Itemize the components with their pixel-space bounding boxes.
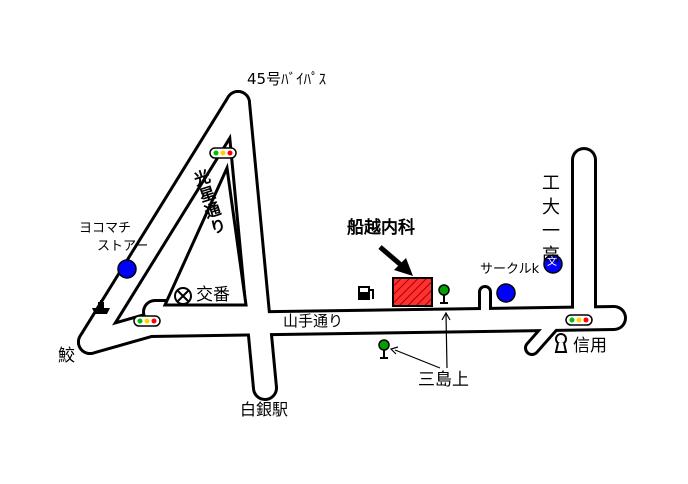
label-shirogane-station: 白銀駅: [240, 400, 289, 419]
ship-icon: [92, 300, 110, 314]
label-yokomachi-line2: ストアー: [97, 239, 149, 254]
label-circle-k: サークルk: [480, 262, 540, 277]
gas-station-icon: [358, 286, 374, 300]
school-symbol: 文: [547, 257, 557, 268]
bus-stop-icon: [378, 339, 390, 359]
road-island: [162, 162, 248, 307]
store-icon: [117, 259, 137, 279]
label-yamate-dori: 山手通り: [283, 312, 344, 330]
bus-stop-icon: [438, 284, 450, 304]
label-shinyo: 信用: [573, 336, 607, 356]
circle-k-marker: [496, 283, 516, 303]
road-fills: [80, 93, 624, 398]
label-same: 鮫: [58, 346, 75, 366]
clinic-building: [392, 277, 433, 307]
traffic-light-icon: [565, 314, 593, 326]
label-clinic: 船越内科: [347, 218, 415, 238]
label-yokomachi-line1: ヨコマチ: [79, 221, 132, 236]
label-kodai: 工大一高: [539, 173, 560, 269]
traffic-light-icon: [209, 147, 237, 159]
label-koban: 交番: [196, 285, 230, 305]
mishimakami-callout: [389, 311, 451, 369]
pointer-arrow-icon: [378, 245, 413, 276]
bank-icon: [554, 333, 568, 353]
school-icon: [543, 254, 563, 274]
police-box-icon: [174, 287, 192, 305]
label-bypass: 45号ﾊﾞｲﾊﾟｽ: [247, 70, 327, 88]
label-mishimakami: 三島上: [418, 370, 469, 390]
traffic-light-icon: [133, 315, 161, 327]
